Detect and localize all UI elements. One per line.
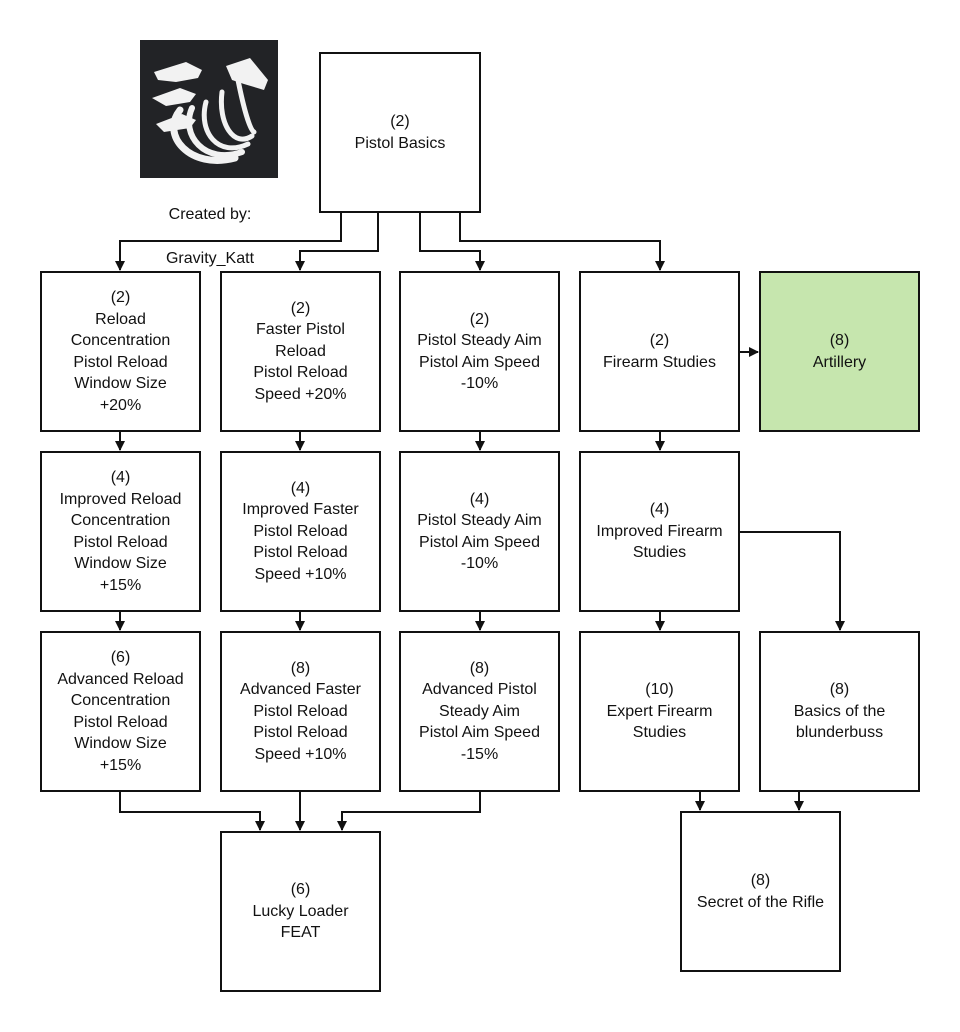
edge-adv-aim-lucky (337, 792, 481, 831)
skill-node-expert-firearm-studies[interactable]: (10) Expert Firearm Studies (579, 631, 740, 792)
hydra-dragon-icon (152, 58, 268, 164)
skill-cost: (2) (290, 299, 311, 317)
skill-node-basics-of-the-blunderbuss[interactable]: (8) Basics of the blunderbuss (759, 631, 920, 792)
skill-cost: (2) (649, 332, 670, 349)
skill-node-improved-reload-concentration[interactable]: (4) Improved Reload Concentration Pistol… (40, 451, 201, 612)
skill-name: Lucky Loader FEAT (252, 902, 349, 942)
skill-node-advanced-reload-concentration[interactable]: (6) Advanced Reload Concentration Pistol… (40, 631, 201, 792)
skill-name: Advanced Reload Concentration Pistol Rel… (57, 670, 184, 774)
creator-logo (140, 40, 278, 178)
edge-basics-reload-conc (115, 212, 342, 271)
skill-cost: (4) (469, 490, 490, 508)
skill-node-improved-faster-pistol-reload[interactable]: (4) Improved Faster Pistol Reload Pistol… (220, 451, 381, 612)
skill-name: Improved Faster Pistol Reload Pistol Rel… (242, 501, 359, 583)
skill-cost: (2) (110, 289, 131, 306)
skill-cost: (2) (469, 310, 490, 328)
skill-name: Expert Firearm Studies (606, 702, 713, 742)
skill-name: Pistol Steady Aim Pistol Aim Speed -10% (417, 332, 542, 392)
skill-name: Firearm Studies (603, 353, 716, 371)
credit-line-1: Created by: (168, 206, 252, 223)
skill-name: Basics of the blunderbuss (793, 702, 886, 742)
skill-cost: (8) (290, 659, 311, 677)
edge-adv-reload-lucky (119, 792, 265, 831)
skill-cost: (4) (290, 479, 311, 497)
skill-cost: (4) (649, 501, 670, 519)
skill-cost: (8) (829, 332, 850, 349)
skill-cost: (6) (110, 649, 131, 666)
skill-node-advanced-pistol-steady-aim[interactable]: (8) Advanced Pistol Steady Aim Pistol Ai… (399, 631, 560, 792)
skill-name: Advanced Faster Pistol Reload Pistol Rel… (240, 681, 361, 763)
skill-name: Reload Concentration Pistol Reload Windo… (70, 310, 171, 414)
skill-name: Secret of the Rifle (696, 893, 825, 911)
skill-name: Artillery (812, 353, 867, 371)
skill-name: Pistol Basics (354, 134, 446, 152)
skill-cost: (6) (290, 881, 311, 899)
skill-node-faster-pistol-reload[interactable]: (2) Faster Pistol Reload Pistol Reload S… (220, 271, 381, 432)
skill-cost: (8) (829, 681, 850, 699)
skill-node-pistol-steady-aim-2[interactable]: (4) Pistol Steady Aim Pistol Aim Speed -… (399, 451, 560, 612)
edge-basics-faster-reload (295, 212, 379, 271)
skill-cost: (2) (390, 113, 410, 130)
skill-cost: (8) (750, 872, 771, 889)
skill-name: Pistol Steady Aim Pistol Aim Speed -10% (417, 512, 542, 572)
skill-node-reload-concentration[interactable]: (2) Reload Concentration Pistol Reload W… (40, 271, 201, 432)
creator-credit: Created by: Gravity_Katt (130, 182, 290, 270)
skill-node-lucky-loader-feat[interactable]: (6) Lucky Loader FEAT (220, 831, 381, 992)
edge-basics-steady-aim (419, 212, 485, 271)
skill-node-improved-firearm-studies[interactable]: (4) Improved Firearm Studies (579, 451, 740, 612)
skill-node-secret-of-the-rifle[interactable]: (8) Secret of the Rifle (680, 811, 841, 972)
skill-cost: (8) (469, 659, 490, 677)
skill-node-pistol-basics[interactable]: (2) Pistol Basics (319, 52, 481, 213)
skill-cost: (10) (645, 681, 674, 699)
skill-node-advanced-faster-pistol-reload[interactable]: (8) Advanced Faster Pistol Reload Pistol… (220, 631, 381, 792)
skill-name: Faster Pistol Reload Pistol Reload Speed… (253, 321, 348, 403)
skill-name: Advanced Pistol Steady Aim Pistol Aim Sp… (419, 681, 540, 763)
skill-name: Improved Firearm Studies (596, 522, 723, 562)
skill-node-firearm-studies[interactable]: (2) Firearm Studies (579, 271, 740, 432)
credit-line-2: Gravity_Katt (165, 250, 255, 267)
skill-cost: (4) (110, 469, 131, 486)
skill-name: Improved Reload Concentration Pistol Rel… (59, 490, 182, 594)
skill-node-pistol-steady-aim[interactable]: (2) Pistol Steady Aim Pistol Aim Speed -… (399, 271, 560, 432)
skill-node-artillery[interactable]: (8) Artillery (759, 271, 920, 432)
edge-imp-firearm-blunderbuss (740, 531, 845, 631)
edge-basics-firearm (459, 212, 665, 271)
